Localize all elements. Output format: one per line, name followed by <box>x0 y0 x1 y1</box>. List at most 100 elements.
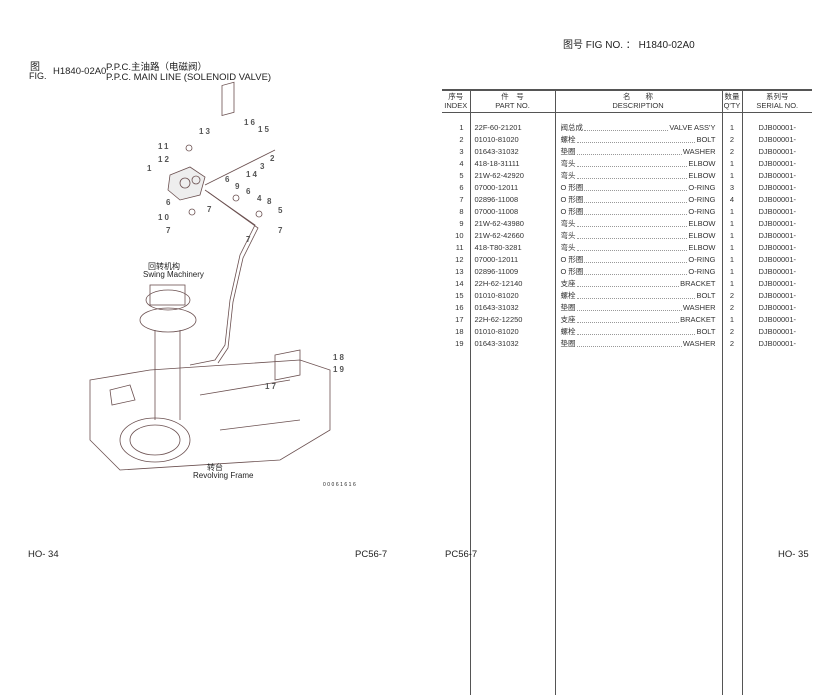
swing-machinery-label-cn: 回转机构 <box>148 262 180 271</box>
part-number-cell: 01010-81020 <box>470 290 556 302</box>
revolving-frame-label-en: Revolving Frame <box>193 471 254 480</box>
swing-machinery-label-en: Swing Machinery <box>143 270 204 279</box>
qty-cell: 1 <box>722 242 743 254</box>
swing-machinery-drawing <box>139 284 197 420</box>
qty-cell: 4 <box>722 194 743 206</box>
qty-cell: 1 <box>722 278 743 290</box>
serial-cell: DJB00001- <box>758 183 797 192</box>
qty-cell: 2 <box>722 326 743 338</box>
serial-cell: DJB00001- <box>758 291 797 300</box>
callout: 7 <box>246 235 253 244</box>
qty-cell: 2 <box>722 134 743 146</box>
serial-cell: DJB00001- <box>758 327 797 336</box>
serial-cell: DJB00001- <box>758 219 797 228</box>
callout: 7 <box>207 205 214 214</box>
callout: 14 <box>246 170 259 179</box>
solenoid-valve-drawing <box>167 81 276 366</box>
part-number-cell: 07000-11008 <box>470 206 556 218</box>
title-cn: P.P.C.主油路（电磁阀） <box>106 62 208 73</box>
callout: 4 <box>257 194 264 203</box>
drawing-code: 00061616 <box>323 482 358 488</box>
part-number-cell: 02896-11009 <box>470 266 556 278</box>
serial-cell: DJB00001- <box>758 267 797 276</box>
part-number-cell: 01643-31032 <box>470 338 556 350</box>
fig-number: H1840-02A0 <box>53 66 107 77</box>
index-cell: 2 <box>442 134 471 146</box>
part-number-cell: 22H-62-12140 <box>470 278 556 290</box>
part-number-cell: 01643-31032 <box>470 302 556 314</box>
model-right: PC56-7 <box>445 549 478 560</box>
qty-cell: 1 <box>722 254 743 266</box>
index-cell: 16 <box>442 302 471 314</box>
part-number-cell: 21W-62-43980 <box>470 218 556 230</box>
index-cell: 18 <box>442 326 471 338</box>
part-number-cell: 22H-62-12250 <box>470 314 556 326</box>
part-number-cell: 01643-31032 <box>470 146 556 158</box>
part-number-cell: 21W-62-42660 <box>470 230 556 242</box>
callout: 13 <box>199 127 212 136</box>
callout: 6 <box>246 187 253 196</box>
index-cell: 9 <box>442 218 471 230</box>
serial-cell: DJB00001- <box>758 147 797 156</box>
callout: 17 <box>265 382 278 391</box>
callout: 12 <box>158 155 171 164</box>
index-cell: 7 <box>442 194 471 206</box>
callout: 10 <box>158 213 171 222</box>
index-cell: 15 <box>442 290 471 302</box>
qty-cell: 2 <box>722 302 743 314</box>
callout: 6 <box>166 198 173 207</box>
part-number-cell: 21W-62-42920 <box>470 170 556 182</box>
callout: 19 <box>333 365 346 374</box>
serial-cell: DJB00001- <box>758 231 797 240</box>
part-number-cell: 01010-81020 <box>470 134 556 146</box>
qty-cell: 1 <box>722 314 743 326</box>
callout: 7 <box>278 226 285 235</box>
fig-label-en: FIG. <box>29 71 47 81</box>
index-cell: 13 <box>442 266 471 278</box>
index-cell: 17 <box>442 314 471 326</box>
model-left: PC56-7 <box>355 549 388 560</box>
part-number-cell: 418-T80-3281 <box>470 242 556 254</box>
index-cell: 14 <box>442 278 471 290</box>
serial-cell: DJB00001- <box>758 315 797 324</box>
callout: 8 <box>267 197 274 206</box>
index-cell: 8 <box>442 206 471 218</box>
index-cell: 12 <box>442 254 471 266</box>
page-number-left: HO- 34 <box>28 549 59 560</box>
qty-cell: 2 <box>722 146 743 158</box>
serial-cell: DJB00001- <box>758 255 797 264</box>
serial-cell: DJB00001- <box>758 243 797 252</box>
index-cell: 3 <box>442 146 471 158</box>
serial-cell: DJB00001- <box>758 303 797 312</box>
serial-cell: DJB00001- <box>758 159 797 168</box>
fig-label-cn: 图 <box>30 62 40 73</box>
part-number-cell: 418-18-31111 <box>470 158 556 170</box>
part-number-cell: 01010-81020 <box>470 326 556 338</box>
